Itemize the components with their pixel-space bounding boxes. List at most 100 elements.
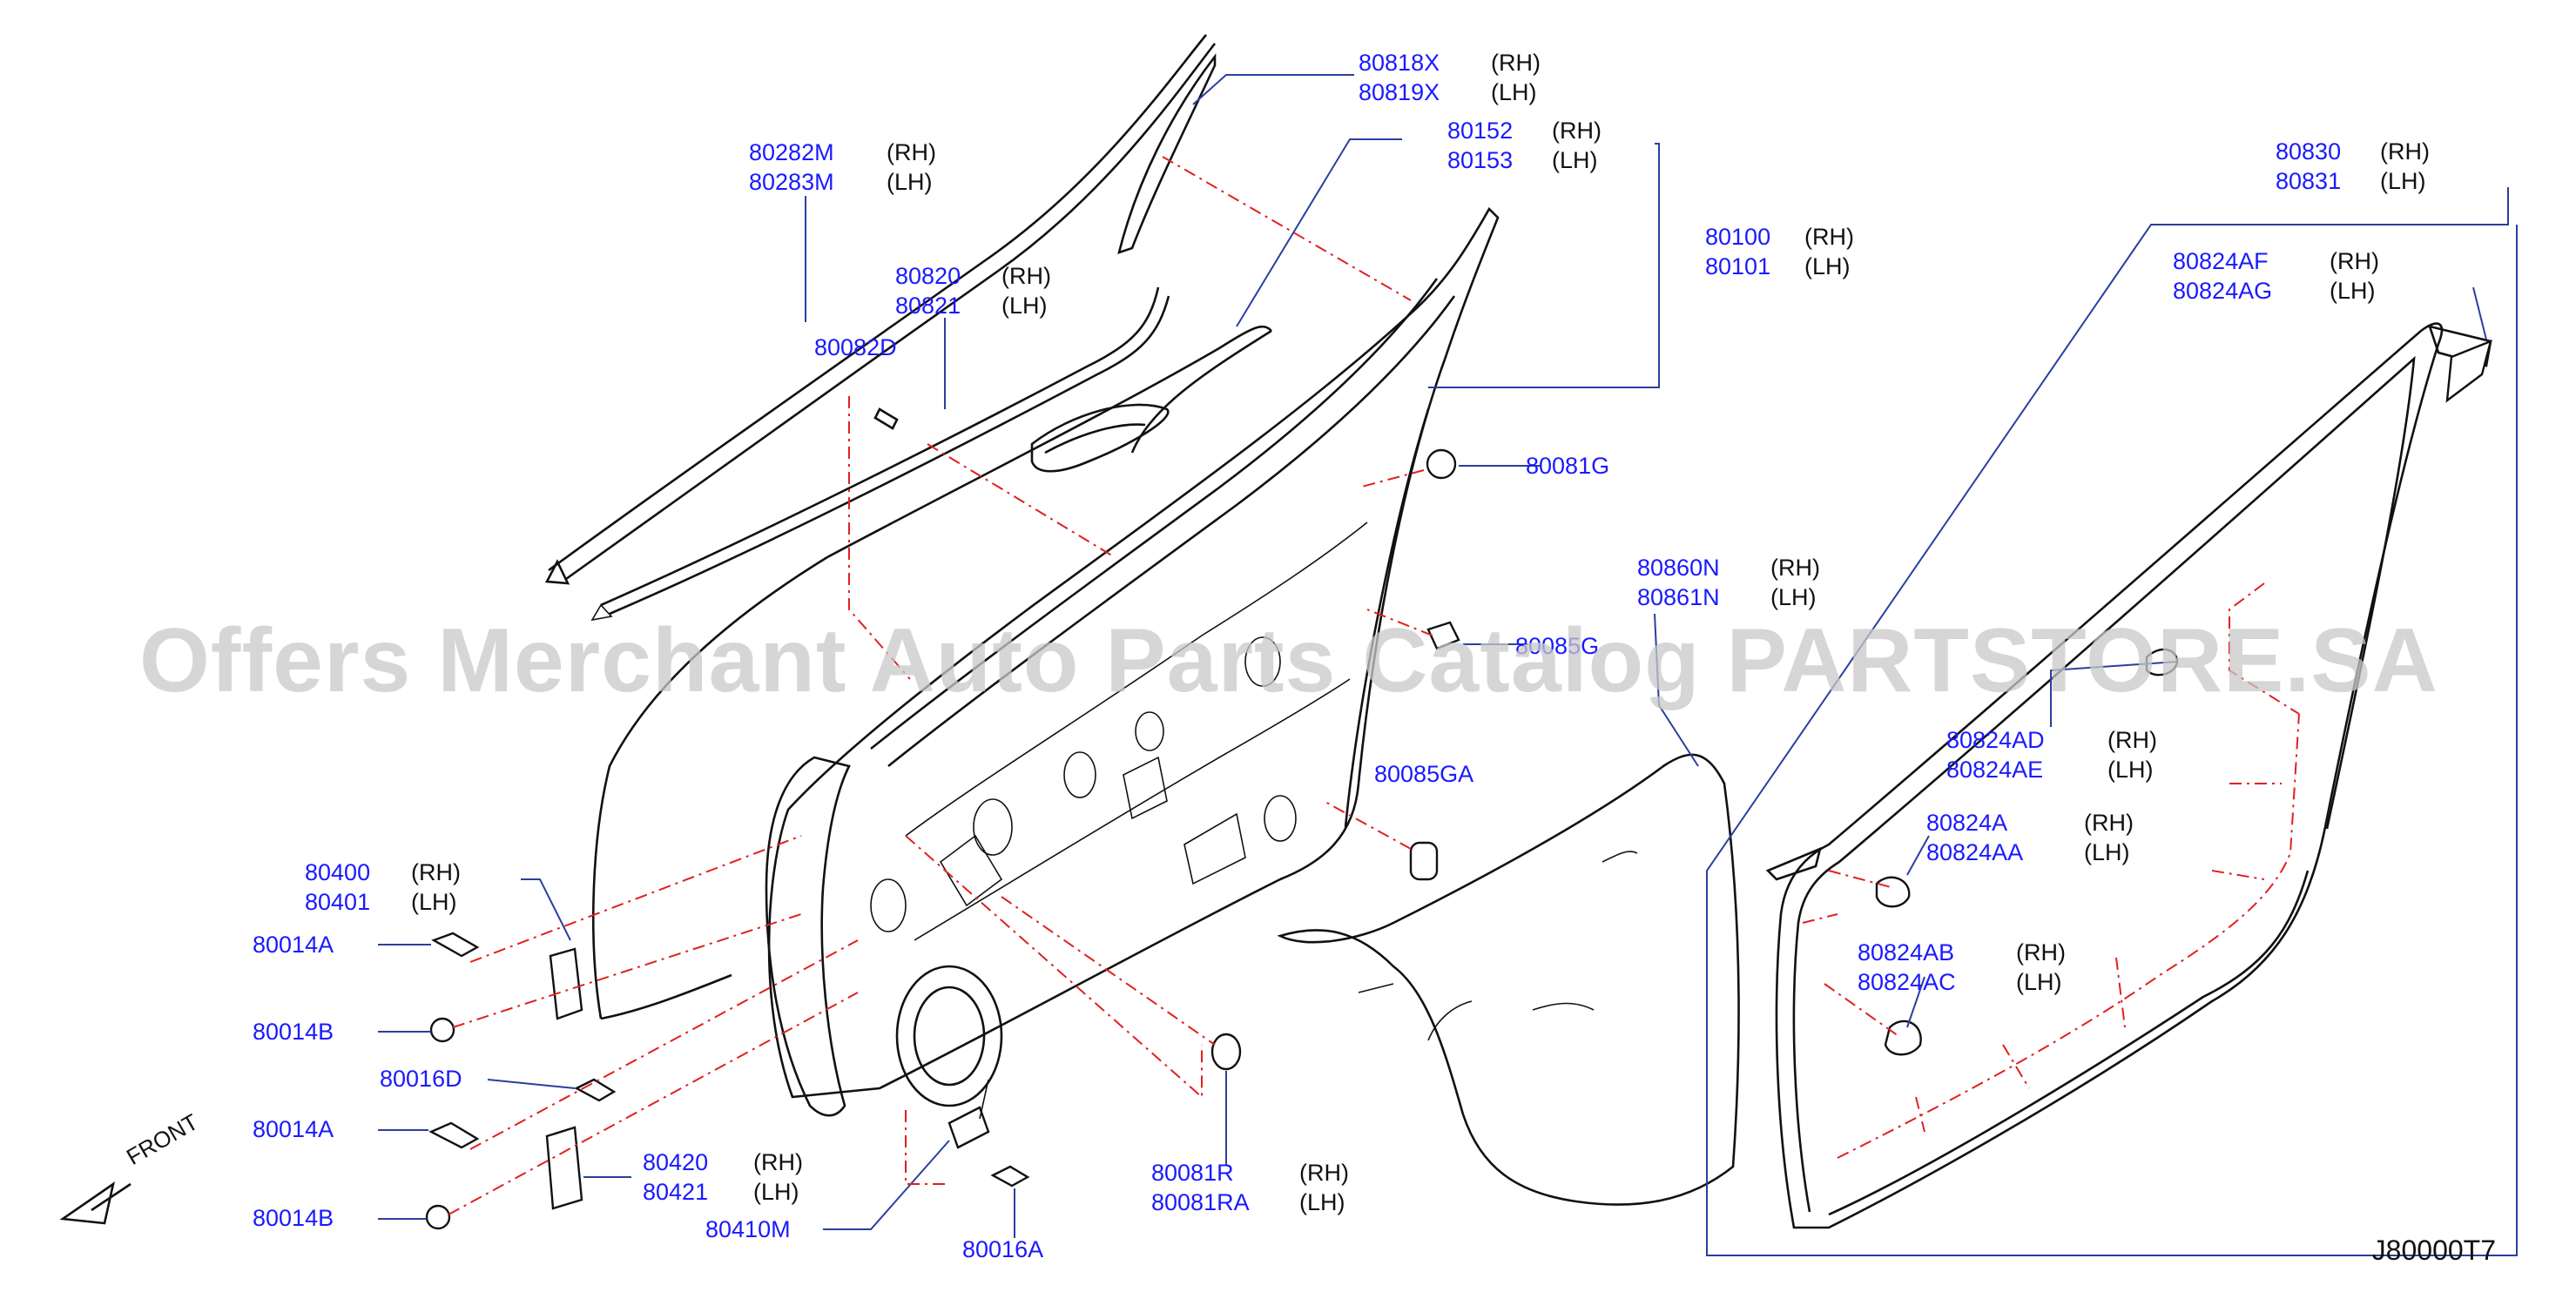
callout-80085GA[interactable]: 80085GA — [1374, 759, 1473, 789]
callout-80818X[interactable]: 80818X 80819X — [1359, 48, 1440, 107]
part-number[interactable]: 80101 — [1705, 253, 1771, 279]
side-rh: (RH) — [1804, 224, 1854, 250]
part-number[interactable]: 80820 — [895, 263, 961, 289]
part-number[interactable]: 80824AE — [1946, 757, 2044, 783]
side-lh: (LH) — [1804, 253, 1851, 279]
side-rh: (RH) — [2330, 248, 2379, 274]
side-rh: (RH) — [2084, 810, 2134, 836]
part-number[interactable]: 80824AF — [2173, 248, 2269, 274]
callout-80830[interactable]: 80830 80831 — [2276, 137, 2341, 196]
callout-80830-sides: (RH) (LH) — [2380, 137, 2430, 196]
part-number[interactable]: 80821 — [895, 293, 961, 319]
side-lh: (LH) — [1001, 293, 1048, 319]
side-rh: (RH) — [1491, 50, 1541, 76]
part-number[interactable]: 80081R — [1151, 1160, 1234, 1186]
callout-80824AD[interactable]: 80824AD 80824AE — [1946, 725, 2045, 784]
callout-80824AB[interactable]: 80824AB 80824AC — [1858, 938, 1956, 997]
part-number[interactable]: 80824AC — [1858, 969, 1956, 995]
callout-80860N-sides: (RH) (LH) — [1770, 553, 1820, 612]
callout-80014B-bottom[interactable]: 80014B — [253, 1203, 334, 1233]
part-number[interactable]: 80401 — [305, 889, 371, 915]
callout-80100[interactable]: 80100 80101 — [1705, 222, 1770, 281]
side-rh: (RH) — [753, 1149, 803, 1175]
part-number[interactable]: 80152 — [1447, 118, 1514, 144]
callout-80824A-sides: (RH) (LH) — [2084, 808, 2134, 867]
callout-80082D[interactable]: 80082D — [814, 333, 897, 362]
part-number[interactable]: 80016A — [962, 1236, 1044, 1262]
part-number[interactable]: 80081RA — [1151, 1189, 1250, 1215]
callout-80860N[interactable]: 80860N 80861N — [1637, 553, 1720, 612]
side-lh: (LH) — [2330, 278, 2376, 304]
callout-80081R[interactable]: 80081R 80081RA — [1151, 1158, 1250, 1217]
callout-80400-sides: (RH) (LH) — [411, 858, 461, 917]
part-number[interactable]: 80861N — [1637, 584, 1720, 610]
callout-80420-sides: (RH) (LH) — [753, 1147, 803, 1207]
side-rh: (RH) — [1299, 1160, 1349, 1186]
callout-80085G[interactable]: 80085G — [1515, 631, 1599, 661]
part-number[interactable]: 80421 — [643, 1179, 709, 1205]
side-rh: (RH) — [2380, 138, 2430, 165]
part-number[interactable]: 80824AA — [1926, 839, 2024, 865]
part-number[interactable]: 80014B — [253, 1205, 334, 1231]
side-lh: (LH) — [753, 1179, 799, 1205]
part-number[interactable]: 80016D — [380, 1066, 462, 1092]
part-number[interactable]: 80014B — [253, 1019, 334, 1045]
callout-80014A-top[interactable]: 80014A — [253, 930, 334, 959]
part-number[interactable]: 80819X — [1359, 79, 1440, 105]
callout-80014A-bottom[interactable]: 80014A — [253, 1114, 334, 1144]
part-number[interactable]: 80420 — [643, 1149, 709, 1175]
part-number[interactable]: 80153 — [1447, 147, 1514, 173]
callout-80824AF[interactable]: 80824AF 80824AG — [2173, 246, 2272, 306]
side-rh: (RH) — [1552, 118, 1602, 144]
assembly-lines — [448, 156, 2300, 1215]
part-number[interactable]: 80100 — [1705, 224, 1771, 250]
callout-80016D[interactable]: 80016D — [380, 1064, 462, 1093]
part-number[interactable]: 80085G — [1515, 633, 1600, 659]
callout-80420[interactable]: 80420 80421 — [643, 1147, 708, 1207]
leader-lines — [378, 74, 2518, 1256]
part-number[interactable]: 80818X — [1359, 50, 1440, 76]
door-components — [425, 340, 2492, 1230]
belt-moulding — [590, 286, 1170, 622]
part-number[interactable]: 80282M — [749, 139, 834, 165]
part-number[interactable]: 80400 — [305, 859, 371, 885]
callout-80282M[interactable]: 80282M 80283M — [749, 138, 834, 197]
side-lh: (LH) — [1491, 79, 1537, 105]
callout-80410M[interactable]: 80410M — [705, 1215, 791, 1244]
side-rh: (RH) — [887, 139, 936, 165]
part-number[interactable]: 80082D — [814, 334, 897, 360]
part-number[interactable]: 80081G — [1526, 453, 1610, 479]
side-lh: (LH) — [2380, 168, 2426, 194]
callout-80820[interactable]: 80820 80821 — [895, 261, 961, 320]
side-lh: (LH) — [1299, 1189, 1345, 1215]
callout-80014B-top[interactable]: 80014B — [253, 1017, 334, 1046]
part-number[interactable]: 80824A — [1926, 810, 2008, 836]
part-number[interactable]: 80824AD — [1946, 727, 2045, 753]
callout-80400[interactable]: 80400 80401 — [305, 858, 370, 917]
part-number[interactable]: 80014A — [253, 932, 334, 958]
side-rh: (RH) — [2016, 939, 2066, 966]
part-number[interactable]: 80085GA — [1374, 761, 1474, 787]
side-lh: (LH) — [2016, 969, 2062, 995]
side-lh: (LH) — [887, 169, 933, 195]
part-number[interactable]: 80824AG — [2173, 278, 2273, 304]
callout-80016A[interactable]: 80016A — [962, 1235, 1043, 1264]
part-number[interactable]: 80831 — [2276, 168, 2342, 194]
part-number[interactable]: 80014A — [253, 1116, 334, 1142]
callout-80824A[interactable]: 80824A 80824AA — [1926, 808, 2023, 867]
callout-80081R-sides: (RH) (LH) — [1299, 1158, 1349, 1217]
part-number[interactable]: 80283M — [749, 169, 834, 195]
part-number[interactable]: 80824AB — [1858, 939, 1955, 966]
callout-80824AB-sides: (RH) (LH) — [2016, 938, 2066, 997]
side-lh: (LH) — [2084, 839, 2130, 865]
callout-80081G[interactable]: 80081G — [1526, 451, 1609, 481]
callout-80824AF-sides: (RH) (LH) — [2330, 246, 2379, 306]
callout-80818X-sides: (RH) (LH) — [1491, 48, 1541, 107]
part-number[interactable]: 80410M — [705, 1216, 791, 1242]
part-number[interactable]: 80830 — [2276, 138, 2342, 165]
part-number[interactable]: 80860N — [1637, 555, 1720, 581]
front-arrow-icon — [59, 1181, 131, 1225]
callout-80152-sides: (RH) (LH) — [1552, 116, 1602, 175]
callout-80152[interactable]: 80152 80153 — [1447, 116, 1513, 175]
